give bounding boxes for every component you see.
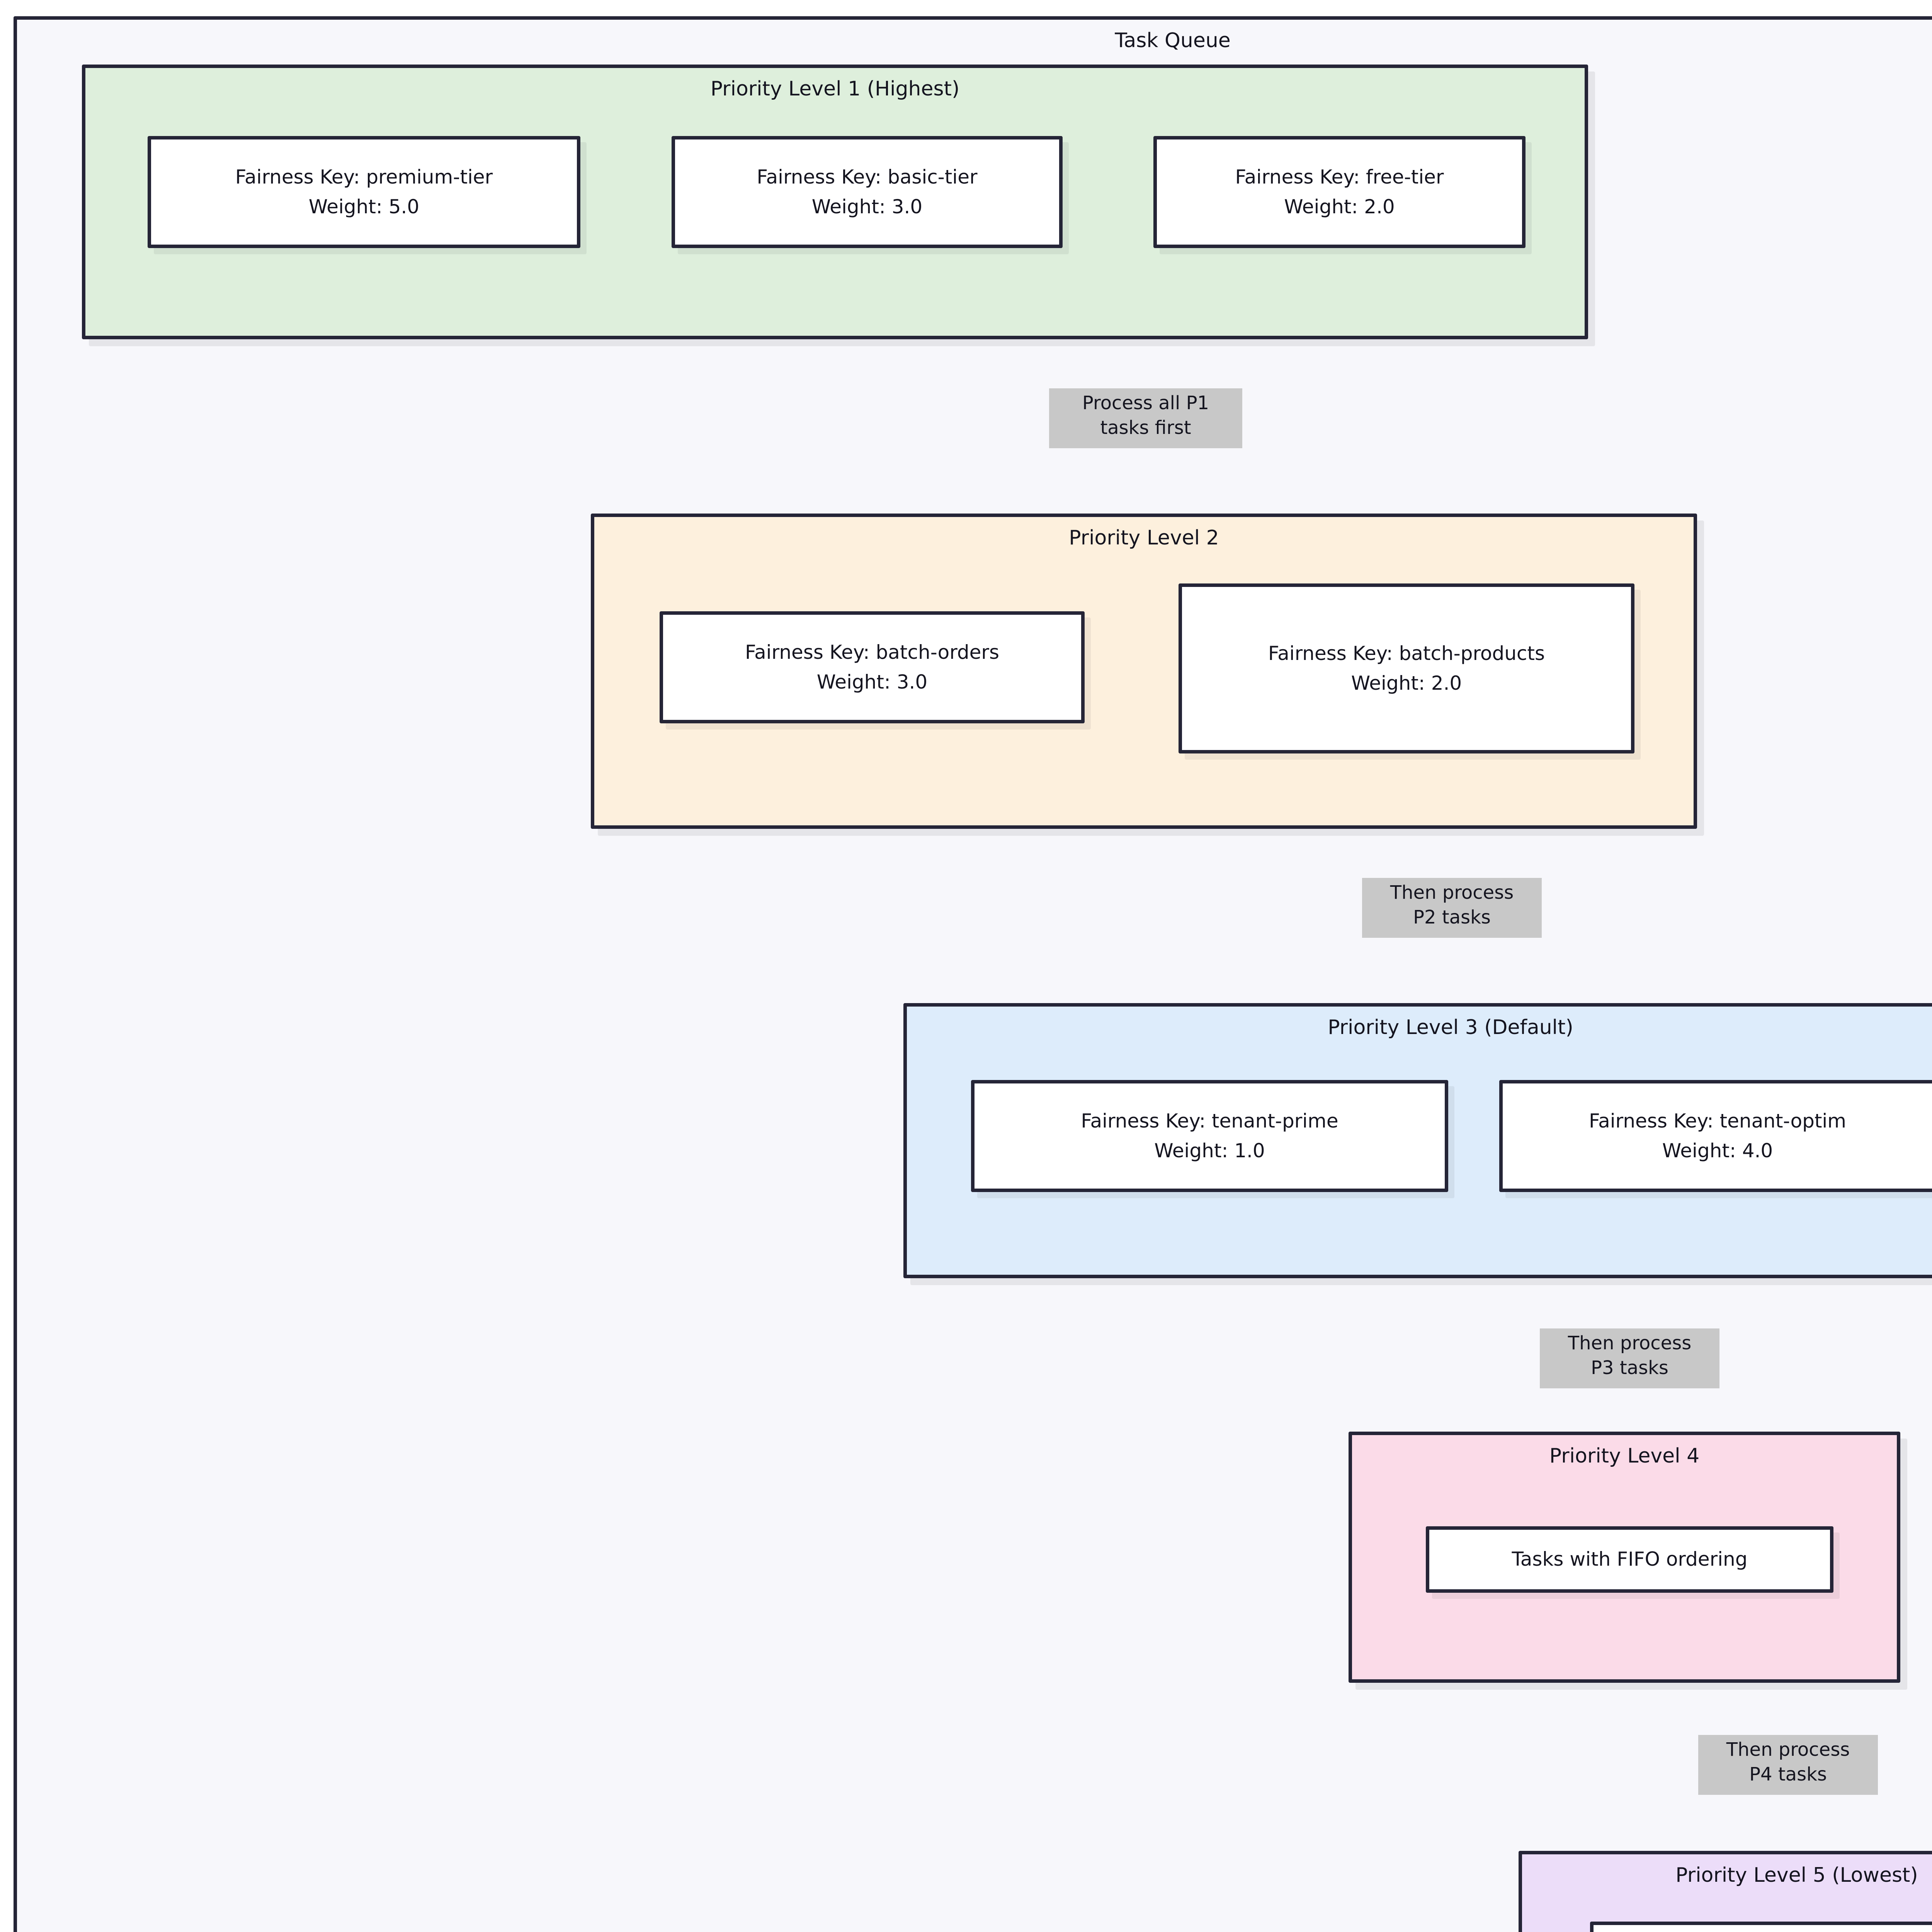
node-key-line: Fairness Key: premium-tier [235,165,493,188]
cluster-title-priority-level-3: Priority Level 3 (Default) [1328,1016,1573,1039]
cluster-title-priority-level-2: Priority Level 2 [1069,526,1219,549]
node-key-line: Fairness Key: tenant-prime [1081,1109,1338,1132]
edge-label-line-2: tasks first [1100,417,1191,439]
edge-label-then-process-p2-tasks: Then process P2 tasks [1362,878,1542,938]
edge-label-line-2: P4 tasks [1749,1764,1827,1786]
node-weight-line: Weight: 2.0 [1351,672,1462,694]
node-fairness-key-premium-tier[interactable]: Fairness Key: premium-tier Weight: 5.0 [148,136,580,248]
node-p5-tasks-fifo[interactable]: Tasks with FIFO ordering [1590,1922,1932,1932]
cluster-title-priority-level-4: Priority Level 4 [1549,1444,1700,1468]
node-weight-line: Weight: 2.0 [1284,196,1395,218]
node-key-line: Fairness Key: tenant-optim [1588,1109,1847,1132]
node-fairness-key-basic-tier[interactable]: Fairness Key: basic-tier Weight: 3.0 [672,136,1063,248]
cluster-priority-level-5: Priority Level 5 (Lowest) [1519,1851,1932,1932]
node-weight-line: Weight: 3.0 [816,671,928,693]
node-key-line: Fairness Key: free-tier [1235,165,1444,188]
edge-label-line-1: Then process [1568,1332,1692,1354]
node-p4-tasks-fifo[interactable]: Tasks with FIFO ordering [1426,1526,1833,1593]
edge-label-process-all-p1-tasks-first: Process all P1 tasks first [1049,388,1242,448]
edge-label-line-1: Then process [1726,1739,1850,1760]
node-key-line: Fairness Key: batch-orders [745,641,1000,663]
node-fairness-key-free-tier[interactable]: Fairness Key: free-tier Weight: 2.0 [1153,136,1526,248]
edge-label-then-process-p3-tasks: Then process P3 tasks [1540,1328,1719,1388]
edge-label-line-2: P3 tasks [1591,1357,1668,1379]
node-weight-line: Weight: 5.0 [308,196,420,218]
node-key-line: Tasks with FIFO ordering [1512,1548,1748,1571]
node-weight-line: Weight: 3.0 [811,196,923,218]
edge-label-line-1: Then process [1390,882,1514,903]
node-fairness-key-batch-orders[interactable]: Fairness Key: batch-orders Weight: 3.0 [660,611,1085,723]
node-key-line: Fairness Key: basic-tier [757,165,978,188]
node-key-line: Fairness Key: batch-products [1268,642,1545,665]
node-weight-line: Weight: 4.0 [1662,1139,1773,1162]
edge-label-then-process-p4-tasks: Then process P4 tasks [1698,1735,1878,1795]
cluster-title-task-queue: Task Queue [1115,29,1231,52]
cluster-title-priority-level-1: Priority Level 1 (Highest) [710,77,960,100]
cluster-title-priority-level-5: Priority Level 5 (Lowest) [1675,1864,1918,1887]
node-fairness-key-tenant-prime[interactable]: Fairness Key: tenant-prime Weight: 1.0 [971,1080,1448,1192]
node-fairness-key-batch-products[interactable]: Fairness Key: batch-products Weight: 2.0 [1179,583,1634,753]
node-fairness-key-tenant-optim[interactable]: Fairness Key: tenant-optim Weight: 4.0 [1499,1080,1932,1192]
node-weight-line: Weight: 1.0 [1154,1139,1265,1162]
edge-label-line-1: Process all P1 [1082,392,1209,414]
edge-label-line-2: P2 tasks [1413,906,1491,929]
